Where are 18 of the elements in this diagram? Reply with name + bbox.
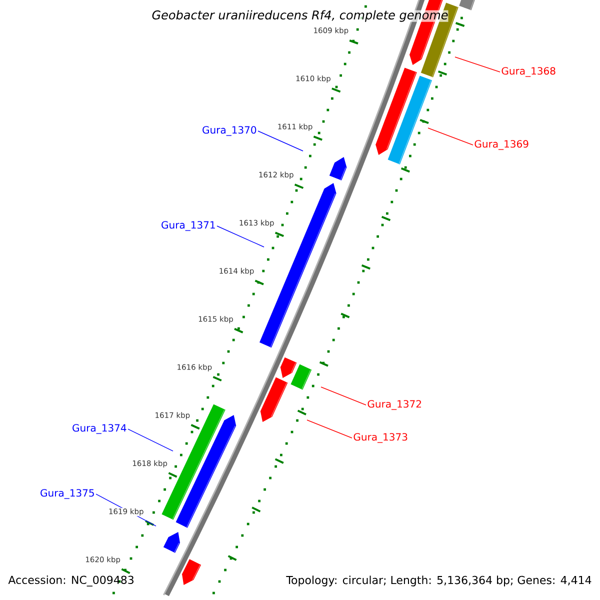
leader-line: [128, 428, 174, 452]
leader-line: [258, 130, 304, 152]
gene-label: Gura_1373: [354, 433, 408, 443]
gene-label: Gura_1375: [40, 489, 94, 499]
gene-label: Gura_1371: [162, 221, 215, 231]
accession-text: Accession: NC_009483: [8, 576, 134, 586]
leader-line: [320, 386, 366, 406]
leader-line: [306, 420, 352, 438]
title: Geobacter uraniireducens Rf4, complete genome: [152, 10, 448, 22]
gene-label: Gura_1368: [502, 67, 556, 77]
leader-line: [454, 56, 500, 72]
gene-label: Gura_1374: [72, 424, 126, 434]
gene-label: Gura_1370: [202, 126, 256, 136]
genome-info-text: Topology: circular; Length: 5,136,364 bp; Genes: 4,414: [286, 576, 592, 586]
leader-line: [428, 128, 474, 146]
leader-line: [216, 226, 264, 248]
gene-label: Gura_1369: [474, 140, 528, 150]
gene-label: Gura_1372: [368, 400, 421, 410]
